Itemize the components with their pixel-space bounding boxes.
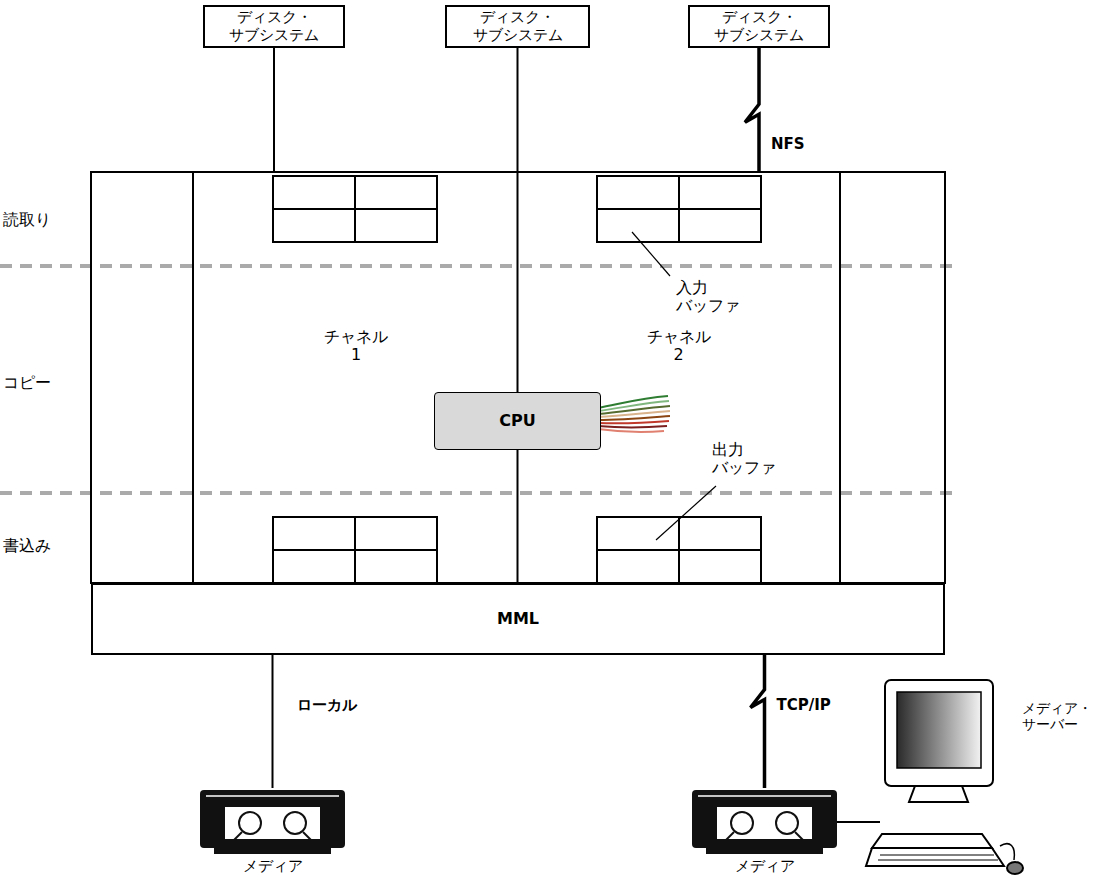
callout-label: 出力 バッファ <box>712 441 776 478</box>
stage-label: 書込み <box>3 537 51 555</box>
node-text: チャネル 2 <box>647 328 711 365</box>
connector-line <box>272 655 274 788</box>
leader-line <box>632 232 670 276</box>
disk-subsystem-box: ディスク・ サブシステム <box>445 5 590 48</box>
stage-divider <box>0 264 960 268</box>
connector-line <box>837 821 880 823</box>
node-text: ディスク・ サブシステム <box>714 9 804 44</box>
mml-box: MML <box>91 583 945 655</box>
input-buffer <box>273 176 437 242</box>
cpu-wires <box>598 396 670 432</box>
node-text: チャネル 1 <box>324 328 388 365</box>
node-text: メディア <box>243 858 303 875</box>
node-text: メディア・ サーバー <box>1022 700 1092 732</box>
media-node: メディア <box>692 788 837 880</box>
node-text: メディア <box>735 858 795 875</box>
output-buffer <box>597 517 761 583</box>
disk-subsystem-box: ディスク・ サブシステム <box>203 5 345 48</box>
network-link <box>751 655 765 788</box>
computer-icon <box>866 680 1023 874</box>
stage-label: コピー <box>3 374 51 392</box>
node-text: CPU <box>499 412 535 430</box>
cpu-box: CPU <box>434 392 601 450</box>
output-buffer <box>273 517 437 583</box>
node-text: ディスク・ サブシステム <box>229 9 319 44</box>
tape-cartridge <box>200 790 345 854</box>
edge-label: NFS <box>769 136 807 153</box>
stage-label: 読取り <box>3 211 51 229</box>
disk-subsystem-box: ディスク・ サブシステム <box>688 5 830 48</box>
media-server-node: メディア・ サーバー <box>880 678 1100 878</box>
network-link <box>745 48 759 172</box>
connector-line <box>273 48 275 172</box>
edge-label: TCP/IP <box>775 697 833 714</box>
channel-band: チャネル 2 <box>518 172 841 583</box>
media-node: メディア <box>200 788 345 880</box>
leader-line <box>656 486 716 540</box>
stage-divider <box>0 491 960 495</box>
channel-band: チャネル 1 <box>192 172 518 583</box>
edge-label: ローカル <box>295 697 359 714</box>
node-text: ディスク・ サブシステム <box>473 9 563 44</box>
tape-cartridge <box>692 790 837 854</box>
input-buffer <box>597 176 761 242</box>
node-text: MML <box>497 610 539 628</box>
callout-label: 入力 バッファ <box>676 279 740 316</box>
